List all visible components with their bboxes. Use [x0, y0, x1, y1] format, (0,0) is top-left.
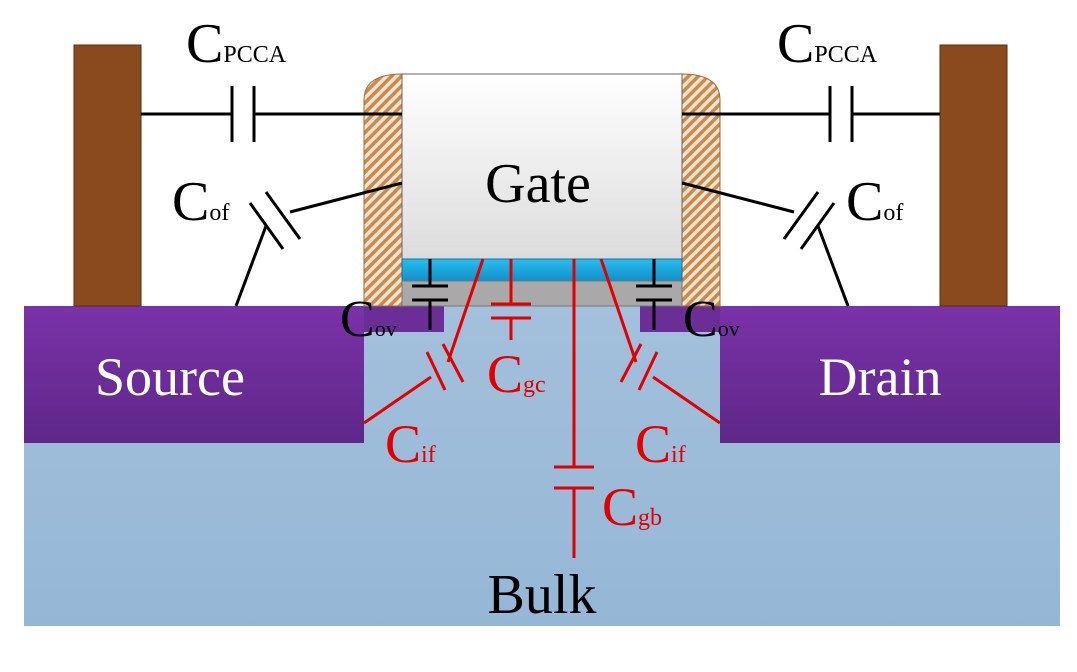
drain-label: Drain [819, 347, 942, 407]
drain-region [720, 306, 1060, 443]
cgb-main: C [602, 477, 638, 537]
cap-if-right [599, 258, 721, 425]
cif-left-sub: if [421, 442, 436, 468]
cap-ov-right [636, 259, 672, 330]
cpcca-left-sub: PCCA [223, 42, 286, 68]
cof-left-label: Cof [172, 171, 229, 233]
cof-right-main: C [846, 171, 883, 233]
cpcca-right-sub: PCCA [814, 42, 877, 68]
cof-right-label: Cof [846, 171, 903, 233]
cif-right-label: Cif [635, 414, 686, 474]
cof-left-sub: of [209, 200, 229, 226]
source-label: Source [95, 347, 245, 407]
cpcca-left-label: CPCCA [186, 13, 287, 75]
drain-contact [939, 44, 1008, 307]
cov-left-label: Cov [340, 291, 397, 348]
cgb-label: Cgb [602, 477, 662, 537]
cov-left-main: C [340, 291, 375, 348]
cpcca-left-main: C [186, 13, 223, 75]
cap-if-left [363, 258, 485, 425]
cgc-sub: gc [523, 372, 546, 398]
cap-pcca-left [141, 86, 402, 142]
source-contact [73, 44, 142, 307]
cpcca-right-label: CPCCA [777, 13, 878, 75]
cgc-main: C [487, 344, 523, 404]
cpcca-right-main: C [777, 13, 814, 75]
cof-left-main: C [172, 171, 209, 233]
gate-oxide-interfacial [401, 280, 683, 307]
right-spacer [681, 73, 721, 307]
cap-ov-left [412, 259, 448, 330]
left-spacer [363, 73, 403, 307]
cif-left-label: Cif [385, 414, 436, 474]
gate-oxide-highk [401, 258, 683, 282]
cap-of-right [681, 181, 850, 307]
source-region [24, 306, 364, 443]
cov-left-sub: ov [375, 316, 397, 341]
cap-of-left [234, 181, 403, 307]
cov-right-main: C [683, 291, 718, 348]
bulk-label: Bulk [488, 564, 597, 626]
cap-gb [554, 259, 594, 558]
cgc-label: Cgc [487, 344, 546, 404]
gate-label: Gate [485, 153, 591, 215]
cov-right-sub: ov [718, 316, 740, 341]
cap-gc [491, 259, 531, 340]
cif-right-sub: if [671, 442, 686, 468]
cif-right-main: C [635, 414, 671, 474]
cap-pcca-right [682, 86, 940, 142]
cov-right-label: Cov [683, 291, 740, 348]
cif-left-main: C [385, 414, 421, 474]
cgb-sub: gb [638, 505, 662, 531]
cof-right-sub: of [883, 200, 903, 226]
